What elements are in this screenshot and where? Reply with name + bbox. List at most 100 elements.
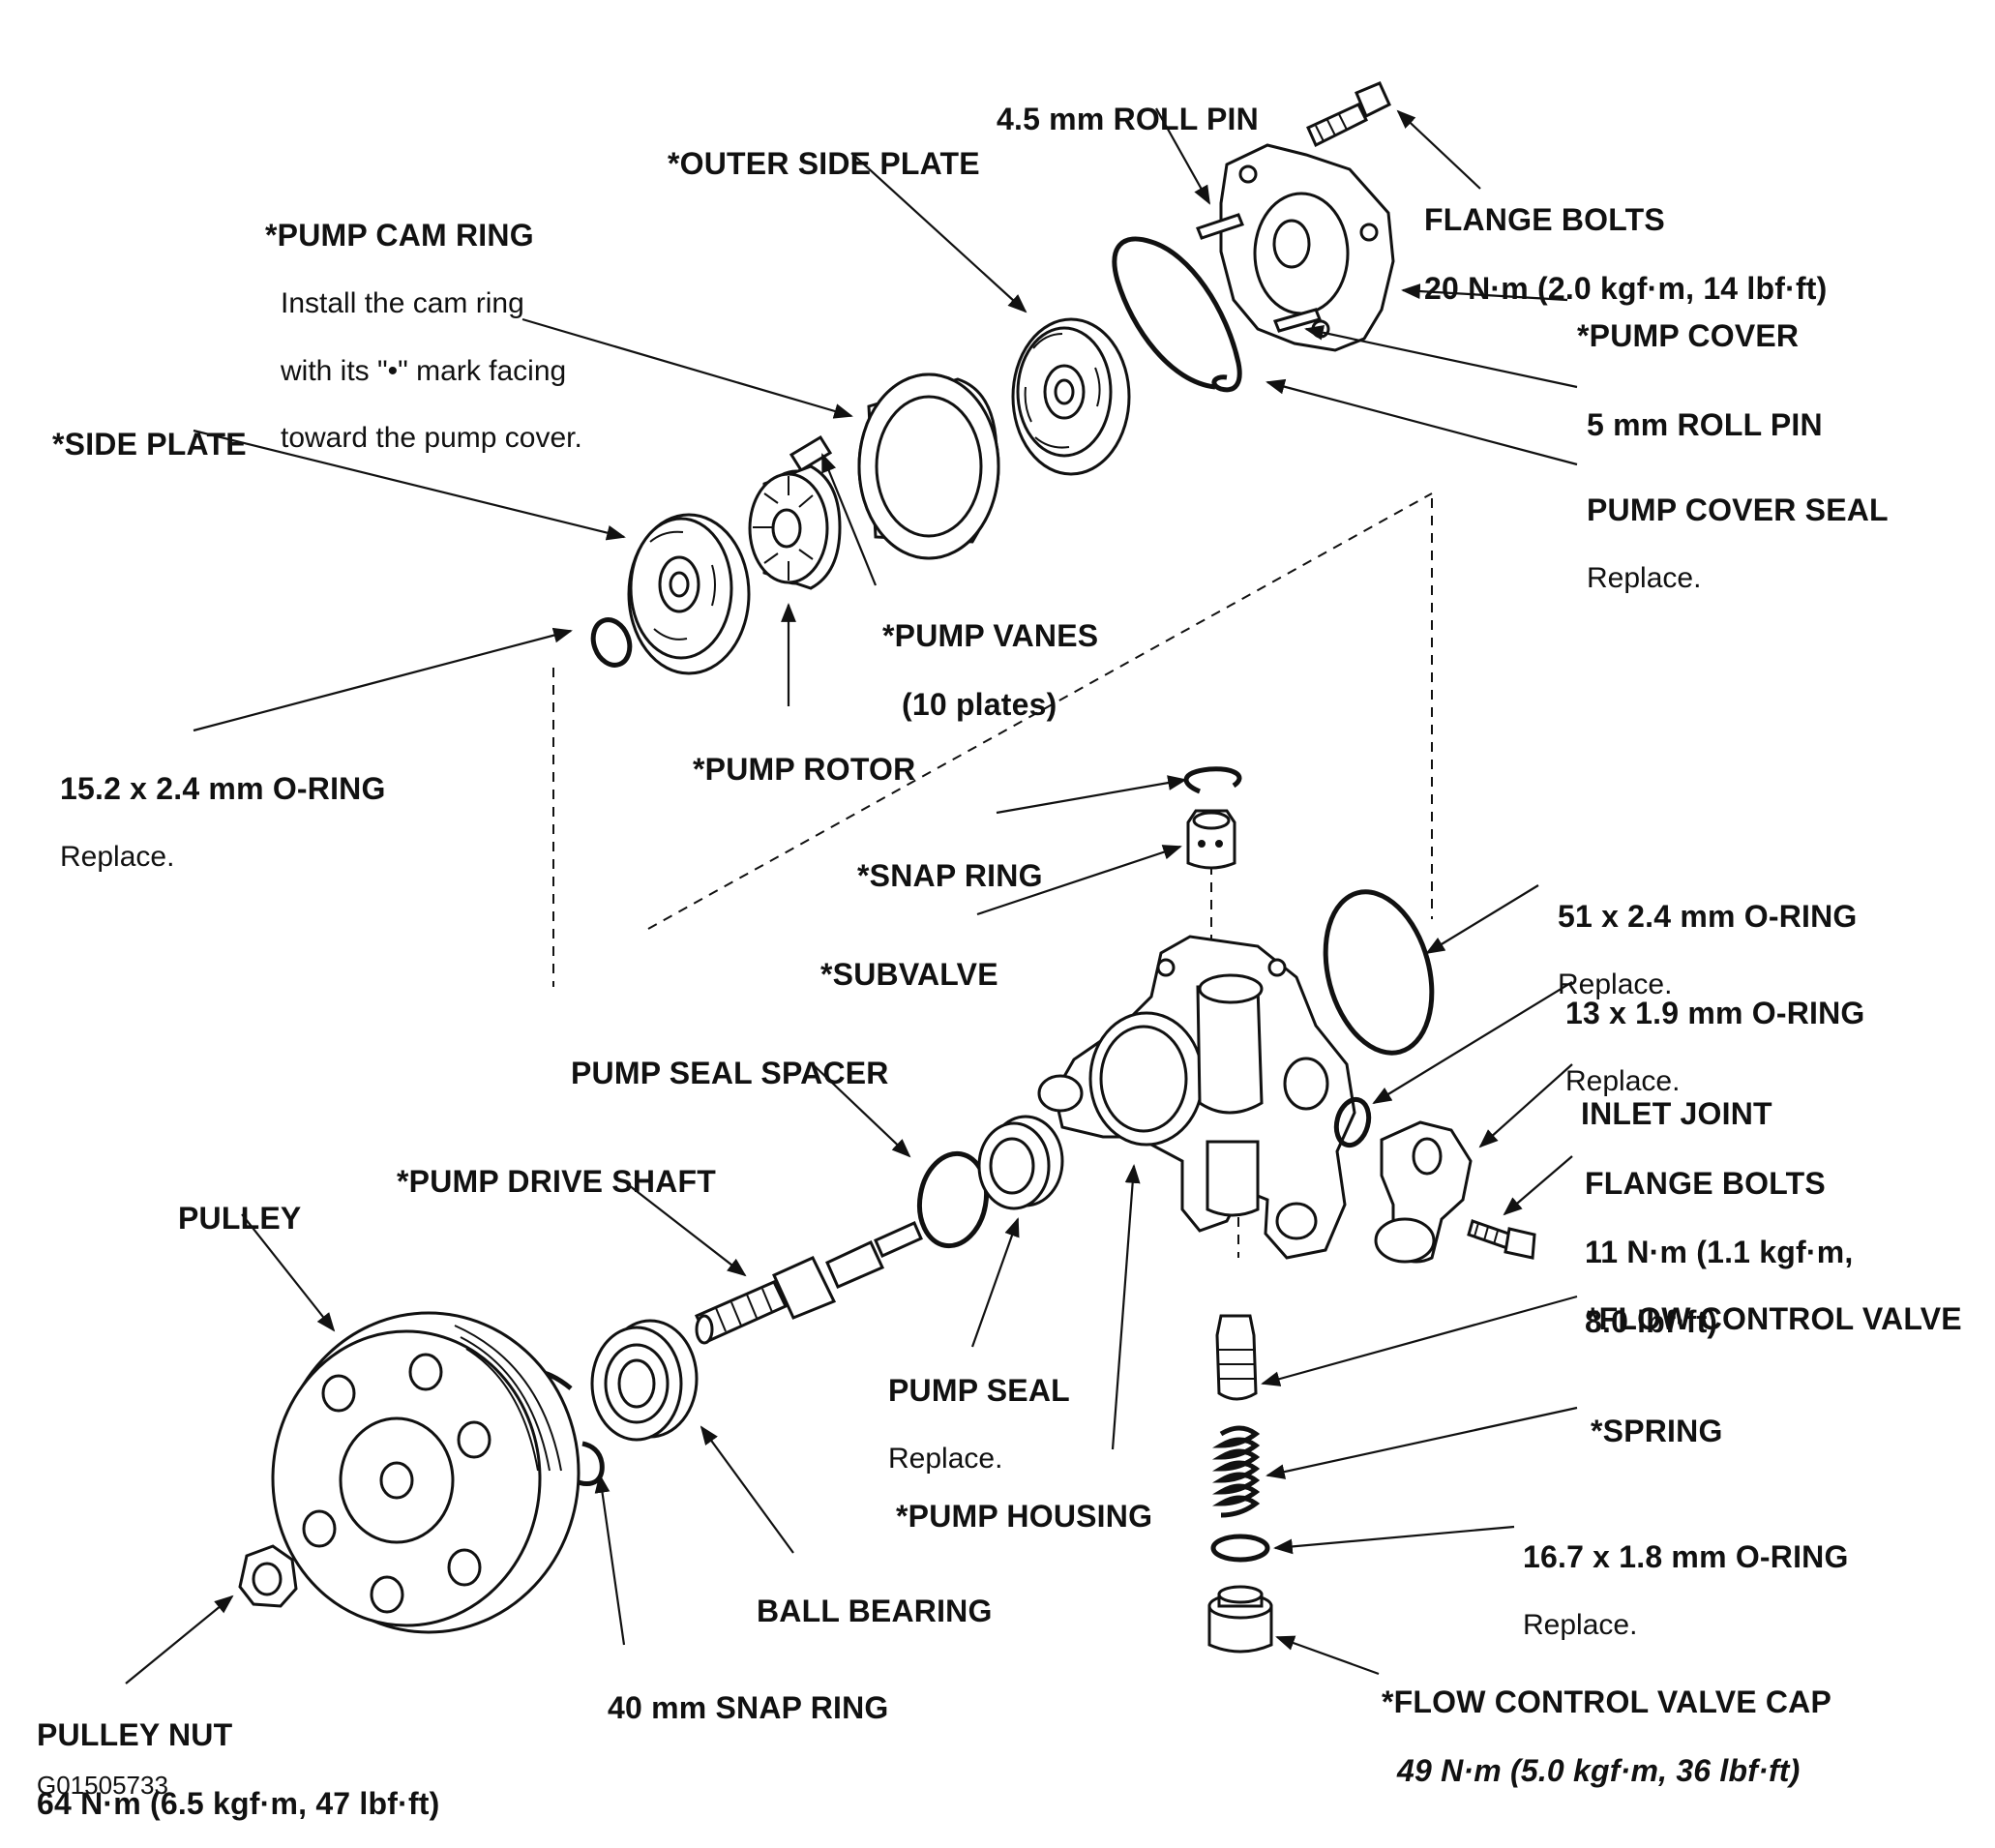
flange-bolt-top-part — [1306, 81, 1391, 148]
label-pump-seal: PUMP SEAL Replace. — [888, 1339, 1070, 1493]
label-flow-control-valve-cap-text: *FLOW CONTROL VALVE CAP — [1382, 1684, 1832, 1719]
pulley-part — [271, 1311, 581, 1634]
label-snap-ring-40-text: 40 mm SNAP RING — [608, 1689, 889, 1725]
label-pump-cover-seal-text: PUMP COVER SEAL — [1587, 492, 1889, 527]
label-side-plate-text: *SIDE PLATE — [52, 426, 247, 462]
pump-housing-part — [1037, 935, 1356, 1260]
label-snap-ring-40: 40 mm SNAP RING — [608, 1656, 889, 1744]
label-roll-pin-4-5-text: 4.5 mm ROLL PIN — [997, 101, 1259, 136]
label-pump-seal-note: Replace. — [888, 1443, 1003, 1475]
label-flange-bolts-top: FLANGE BOLTS 20 N·m (2.0 kgf·m, 14 lbf·f… — [1424, 168, 1828, 324]
pump-cam-ring-part — [857, 373, 1000, 560]
label-o-ring-51-note: Replace. — [1558, 969, 1673, 1001]
label-pulley-text: PULLEY — [178, 1200, 302, 1236]
label-o-ring-16-7-text: 16.7 x 1.8 mm O-RING — [1523, 1538, 1849, 1574]
pump-drive-shaft-part — [694, 1221, 923, 1345]
label-ball-bearing-text: BALL BEARING — [757, 1593, 993, 1628]
label-o-ring-13-text: 13 x 1.9 mm O-RING — [1565, 995, 1865, 1030]
label-flange-bolts-low-torque-2: 8.0 lbf·ft) — [1585, 1304, 1718, 1340]
label-roll-pin-5: 5 mm ROLL PIN — [1587, 373, 1823, 461]
label-flow-control-valve: *FLOW CONTROL VALVE — [1587, 1267, 1962, 1355]
label-o-ring-51-text: 51 x 2.4 mm O-RING — [1558, 898, 1858, 934]
label-pump-rotor-text: *PUMP ROTOR — [693, 751, 916, 787]
leader-lines — [125, 107, 1578, 1684]
label-o-ring-13: 13 x 1.9 mm O-RING Replace. — [1565, 962, 1865, 1116]
label-subvalve-text: *SUBVALVE — [820, 956, 998, 992]
label-pump-cam-ring-note-1: Install the cam ring — [281, 287, 524, 320]
pump-cover-part — [1196, 143, 1395, 352]
label-flange-bolts-low-text: FLANGE BOLTS — [1585, 1165, 1826, 1201]
label-o-ring-16-7-note: Replace. — [1523, 1609, 1638, 1642]
label-outer-side-plate: *OUTER SIDE PLATE — [668, 112, 980, 199]
label-flange-bolts-top-torque: 20 N·m (2.0 kgf·m, 14 lbf·ft) — [1424, 271, 1828, 307]
pump-rotor-part — [748, 464, 842, 590]
label-pulley-nut: PULLEY NUT 64 N·m (6.5 kgf·m, 47 lbf·ft) — [37, 1684, 440, 1839]
pulley-nut-part — [238, 1544, 298, 1608]
label-pump-cam-ring-text: *PUMP CAM RING — [265, 217, 534, 253]
label-pump-drive-shaft-text: *PUMP DRIVE SHAFT — [397, 1163, 716, 1199]
label-spring: *SPRING — [1591, 1380, 1723, 1467]
label-pump-rotor: *PUMP ROTOR — [693, 718, 915, 805]
label-flow-control-valve-cap: *FLOW CONTROL VALVE CAP 49 N·m (5.0 kgf·… — [1382, 1651, 1831, 1806]
label-inlet-joint-text: INLET JOINT — [1581, 1095, 1772, 1131]
label-flange-bolts-low: FLANGE BOLTS 11 N·m (1.1 kgf·m, 8.0 lbf·… — [1585, 1132, 1853, 1357]
snap-ring-part — [1183, 766, 1242, 794]
label-pump-housing-text: *PUMP HOUSING — [896, 1498, 1153, 1534]
label-side-plate: *SIDE PLATE — [52, 393, 247, 480]
label-o-ring-16-7: 16.7 x 1.8 mm O-RING Replace. — [1523, 1505, 1849, 1659]
pump-vane-part — [789, 434, 833, 473]
subvalve-part — [1186, 809, 1236, 870]
label-pump-housing: *PUMP HOUSING — [896, 1465, 1152, 1552]
flow-control-valve-part — [1215, 1314, 1258, 1401]
label-pump-cover-seal-note: Replace. — [1587, 562, 1702, 595]
label-pump-seal-spacer-text: PUMP SEAL SPACER — [571, 1055, 889, 1090]
label-ball-bearing: BALL BEARING — [757, 1560, 993, 1647]
label-o-ring-13-note: Replace. — [1565, 1065, 1681, 1098]
label-flange-bolts-top-text: FLANGE BOLTS — [1424, 201, 1665, 237]
o-ring-13-part — [1333, 1096, 1372, 1148]
pump-seal-part — [977, 1115, 1064, 1210]
label-roll-pin-5-text: 5 mm ROLL PIN — [1587, 406, 1823, 442]
flow-control-valve-cap-part — [1207, 1585, 1273, 1654]
o-ring-16-7-part — [1210, 1534, 1270, 1563]
label-pump-vanes: *PUMP VANES (10 plates) — [882, 584, 1098, 740]
label-pump-cam-ring-note-3: toward the pump cover. — [281, 422, 582, 455]
pump-cover-seal-part — [1112, 236, 1242, 393]
label-outer-side-plate-text: *OUTER SIDE PLATE — [668, 145, 980, 181]
label-pump-vanes-note: (10 plates) — [902, 687, 1057, 723]
label-flange-bolts-low-torque-1: 11 N·m (1.1 kgf·m, — [1585, 1235, 1854, 1270]
outer-side-plate-part — [1011, 317, 1131, 476]
label-pulley-nut-torque: 64 N·m (6.5 kgf·m, 47 lbf·ft) — [37, 1786, 440, 1822]
inlet-joint-part — [1374, 1120, 1473, 1264]
label-pump-cover: *PUMP COVER — [1577, 284, 1799, 372]
label-flow-control-valve-cap-torque: 49 N·m (5.0 kgf·m, 36 lbf·ft) — [1397, 1753, 1801, 1789]
label-o-ring-15-2: 15.2 x 2.4 mm O-RING Replace. — [60, 737, 386, 891]
label-pump-drive-shaft: *PUMP DRIVE SHAFT — [397, 1130, 716, 1217]
label-roll-pin-4-5: 4.5 mm ROLL PIN — [997, 68, 1259, 155]
label-subvalve: *SUBVALVE — [820, 923, 998, 1010]
o-ring-51-part — [1323, 889, 1435, 1056]
label-pump-cover-text: *PUMP COVER — [1577, 317, 1800, 353]
label-pump-vanes-text: *PUMP VANES — [882, 617, 1099, 653]
label-snap-ring-text: *SNAP RING — [857, 857, 1043, 893]
label-pump-cover-seal: PUMP COVER SEAL Replace. — [1587, 459, 1889, 612]
pump-seal-spacer-part — [916, 1150, 990, 1249]
label-pulley: PULLEY — [178, 1167, 301, 1254]
label-flow-control-valve-text: *FLOW CONTROL VALVE — [1587, 1300, 1962, 1336]
spring-part — [1211, 1425, 1261, 1519]
label-o-ring-51: 51 x 2.4 mm O-RING Replace. — [1558, 865, 1858, 1019]
label-pump-cam-ring-note-2: with its "•" mark facing — [281, 354, 567, 387]
label-pulley-nut-text: PULLEY NUT — [37, 1716, 233, 1752]
label-inlet-joint: INLET JOINT — [1581, 1062, 1772, 1149]
label-pump-seal-spacer: PUMP SEAL SPACER — [571, 1022, 889, 1109]
side-plate-part — [627, 513, 751, 675]
label-snap-ring: *SNAP RING — [857, 824, 1043, 911]
figure-code: G01505733 — [37, 1771, 168, 1800]
label-pump-cam-ring: *PUMP CAM RING Install the cam ring with… — [265, 184, 582, 472]
label-pump-seal-text: PUMP SEAL — [888, 1372, 1070, 1408]
ball-bearing-part — [590, 1319, 699, 1442]
label-o-ring-15-2-text: 15.2 x 2.4 mm O-RING — [60, 770, 386, 806]
label-spring-text: *SPRING — [1591, 1413, 1723, 1448]
o-ring-15-2-part — [590, 617, 633, 668]
